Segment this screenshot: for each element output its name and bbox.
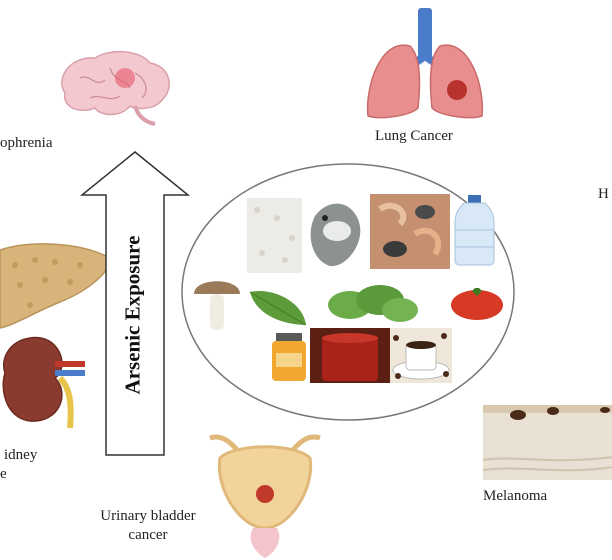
- seafood-icon: [370, 194, 450, 269]
- bladder-label-line1: Urinary bladder: [100, 508, 196, 524]
- melanoma-label: Melanoma: [483, 488, 548, 504]
- up-arrow: [79, 151, 191, 456]
- fish-icon: [310, 203, 361, 267]
- leaf-icon: [249, 291, 307, 326]
- mushroom-icon: [194, 281, 240, 330]
- sources-ellipse: [181, 163, 515, 421]
- liver-icon: [0, 243, 111, 329]
- tomato-icon: [451, 288, 503, 320]
- lung-cancer-label: Lung Cancer: [375, 128, 453, 144]
- bladder-label-line2: cancer: [128, 527, 168, 543]
- kidney-icon: [2, 336, 85, 429]
- brain-icon: [61, 50, 170, 126]
- arsenic-exposure-label: Arsenic Exposure: [120, 235, 145, 395]
- melanoma-skin-icon: [482, 405, 612, 480]
- lungs-icon: [366, 8, 484, 119]
- bladder-icon: [209, 434, 321, 558]
- coffee-icon: [390, 328, 452, 383]
- schizophrenia-label: ophrenia: [0, 135, 53, 151]
- kidney-label-line1: idney: [4, 447, 38, 463]
- honey-jar-icon: [272, 333, 306, 381]
- water-bottle-icon: [454, 195, 495, 266]
- h-partial-label: H: [598, 186, 609, 202]
- kidney-label-line2: e: [0, 466, 7, 482]
- leafy-greens-icon: [328, 285, 418, 322]
- rice-icon: [247, 198, 302, 273]
- tea-icon: [310, 328, 390, 383]
